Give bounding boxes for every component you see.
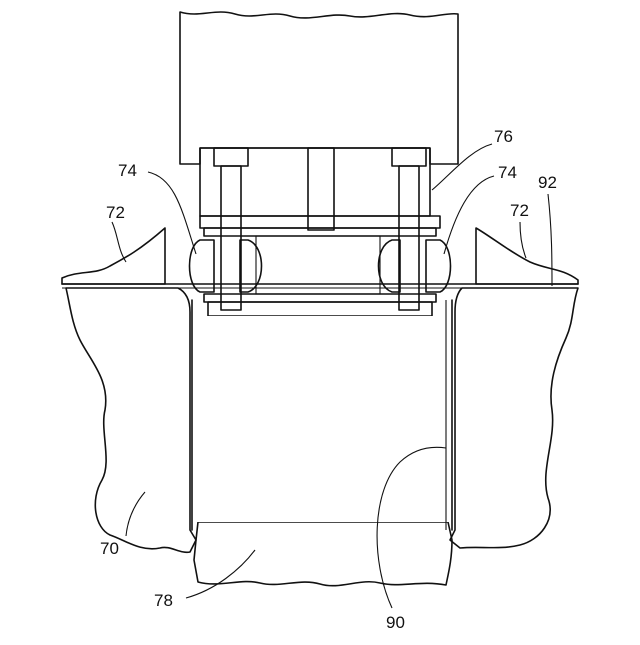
- leader-92: [548, 194, 552, 286]
- base-body-70-right: [450, 288, 578, 548]
- leader-74-right: [444, 176, 494, 254]
- label-72-right: 72: [510, 201, 529, 220]
- leader-72-left: [112, 222, 126, 262]
- label-72-left: 72: [106, 203, 125, 222]
- center-slot: [308, 148, 334, 230]
- flange-72-right: [476, 228, 578, 284]
- bottom-block-78: [194, 522, 452, 586]
- right-pin-head: [392, 148, 426, 166]
- label-74-right: 74: [498, 163, 517, 182]
- bore-90: [192, 316, 452, 522]
- leader-70: [126, 492, 145, 536]
- upper-block: [180, 12, 458, 164]
- label-78: 78: [154, 591, 173, 610]
- label-70: 70: [100, 539, 119, 558]
- leader-74-left: [148, 172, 196, 254]
- left-pin-head: [214, 148, 248, 166]
- flange-72-left: [62, 228, 165, 284]
- sleeve-76: [200, 148, 430, 216]
- inner-cavity: [256, 236, 380, 294]
- base-body-70-left: [66, 288, 196, 552]
- label-92: 92: [538, 173, 557, 192]
- upper-plate: [200, 216, 440, 228]
- label-76: 76: [494, 127, 513, 146]
- label-74-left: 74: [118, 161, 137, 180]
- lower-plate: [204, 294, 436, 302]
- leader-76: [432, 144, 492, 190]
- leader-72-right: [520, 222, 526, 258]
- label-90: 90: [386, 613, 405, 632]
